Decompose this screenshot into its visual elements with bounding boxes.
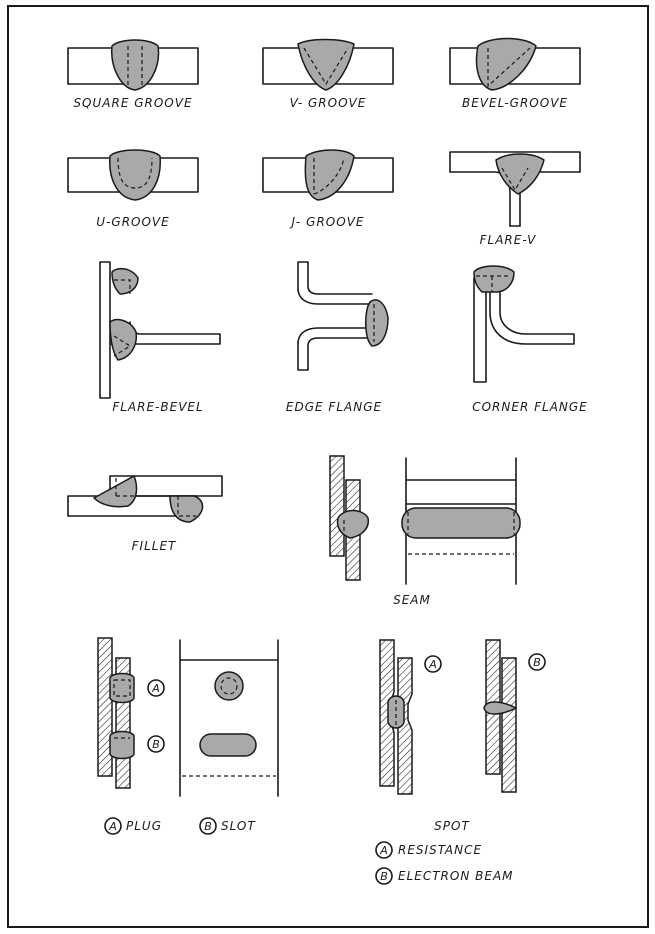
flare-v-label: FLARE-V [480, 233, 537, 247]
slot-weld-top-view [199, 733, 257, 757]
plug-weld-top-view [214, 671, 244, 701]
spot-caption: SPOT A RESISTANCE B ELECTRON BEAM [375, 819, 514, 885]
slot-caption: B SLOT [199, 817, 256, 835]
square-groove-label: SQUARE GROOVE [73, 96, 192, 110]
resistance-label: RESISTANCE [398, 843, 482, 857]
seam-weld-bead [401, 507, 521, 539]
spot-electron-beam-diagram: B [483, 639, 546, 793]
svg-text:A: A [379, 844, 388, 857]
fillet-label: FILLET [132, 539, 177, 553]
plug-plate-left [97, 637, 113, 777]
plug-slot-diagram: A B A PLUG B SLOT [97, 637, 279, 835]
seam-label: SEAM [393, 593, 431, 607]
bevel-groove-label: BEVEL-GROOVE [462, 96, 568, 110]
seam-plate-left [329, 455, 345, 557]
edge-flange-diagram: EDGE FLANGE [286, 261, 389, 414]
u-groove-label: U-GROOVE [96, 215, 169, 229]
spot-resistance-diagram: A [379, 639, 442, 795]
j-groove-label: J- GROOVE [289, 215, 364, 229]
fillet-diagram: FILLET [67, 475, 223, 553]
spot-label: SPOT [434, 819, 470, 833]
svg-text:B: B [380, 870, 388, 883]
marker-b-plug: B [147, 735, 165, 753]
svg-text:A: A [151, 682, 160, 695]
flare-bevel-diagram: FLARE-BEVEL [99, 261, 221, 414]
u-groove-diagram: U-GROOVE [67, 149, 199, 229]
v-groove-label: V- GROOVE [290, 96, 367, 110]
flare-bevel-label: FLARE-BEVEL [112, 400, 203, 414]
svg-text:B: B [152, 738, 160, 751]
corner-flange-diagram: CORNER FLANGE [472, 265, 588, 414]
plug-caption: A PLUG [104, 817, 162, 835]
j-groove-diagram: J- GROOVE [262, 149, 394, 229]
svg-text:A: A [428, 658, 437, 671]
svg-text:A: A [108, 820, 117, 833]
marker-a-plug: A [147, 679, 165, 697]
spot-eb-plate-right [501, 657, 517, 793]
square-groove-diagram: SQUARE GROOVE [67, 39, 199, 110]
corner-flange-label: CORNER FLANGE [472, 400, 588, 414]
plug-label: PLUG [126, 819, 162, 833]
edge-flange-label: EDGE FLANGE [286, 400, 382, 414]
diagram-border [7, 5, 649, 928]
bevel-groove-diagram: BEVEL-GROOVE [449, 37, 581, 110]
marker-a-spot: A [424, 655, 442, 673]
svg-text:B: B [204, 820, 212, 833]
slot-label: SLOT [221, 819, 256, 833]
electron-beam-label: ELECTRON BEAM [398, 869, 514, 883]
seam-diagram: SEAM [329, 455, 521, 607]
v-groove-diagram: V- GROOVE [262, 38, 394, 110]
flare-v-diagram: FLARE-V [449, 151, 581, 247]
svg-text:B: B [533, 656, 541, 669]
marker-b-spot: B [528, 653, 546, 671]
